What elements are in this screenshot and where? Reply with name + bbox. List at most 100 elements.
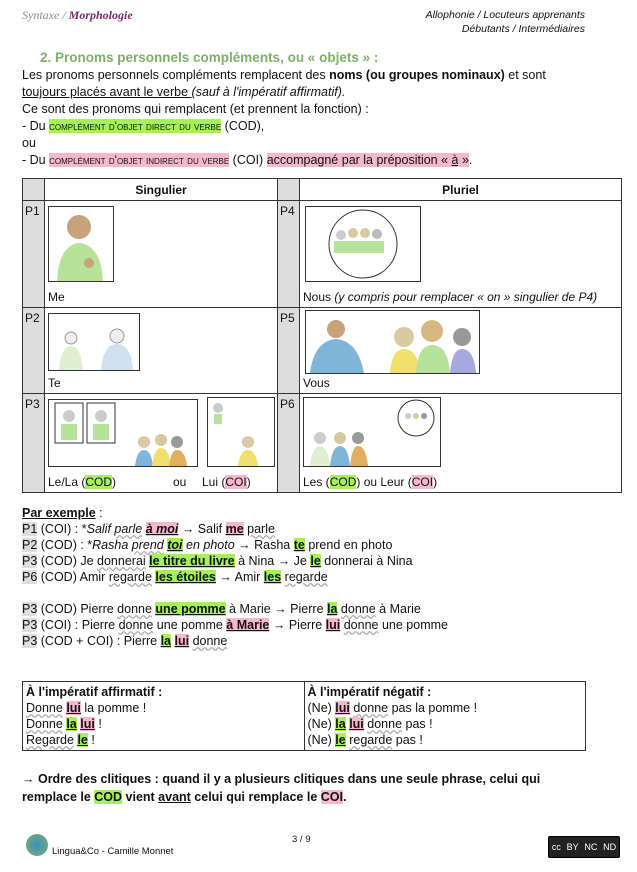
text-segment: donne: [118, 618, 154, 632]
examples: Par exemple : P1 (COI) : *Salif parle à …: [22, 506, 448, 649]
text-segment: regarde: [284, 570, 328, 584]
text-segment: (COD),: [221, 119, 265, 133]
text-segment: COI: [411, 475, 434, 489]
text-line: P3 (COD) Je donnerai le titre du livre à…: [22, 553, 448, 569]
cell-p5: Vous: [299, 307, 622, 394]
text-segment: (COD) Amir: [37, 570, 109, 584]
subject-syntax: Syntaxe /: [22, 8, 69, 22]
text-line: P3 (COD + COI) : Pierre la lui donne: [22, 633, 448, 649]
text-line: Ce sont des pronoms qui remplacent (et p…: [22, 101, 592, 118]
label-p6: P6: [277, 393, 300, 493]
text-segment: ) ou Leur (: [356, 475, 412, 489]
or-text: ou: [173, 475, 187, 489]
intro-paragraph: Les pronoms personnels compléments rempl…: [22, 67, 592, 169]
text-segment: → Rasha: [234, 538, 294, 552]
text-line: toujours placés avant le verbe (sauf à l…: [22, 84, 592, 101]
text-segment: regarde: [108, 570, 152, 584]
text-segment: ): [433, 475, 438, 489]
text-segment: À l'impératif affirmatif :: [26, 685, 163, 699]
audience: Allophonie / Locuteurs apprenants: [425, 9, 585, 21]
illustration-il-elle: [48, 399, 198, 467]
text-line: Les pronoms personnels compléments rempl…: [22, 67, 592, 84]
text-segment: Lui (: [202, 475, 226, 489]
text-segment: toi: [167, 538, 183, 552]
text-segment: à: [451, 153, 459, 167]
text-segment: une pomme: [155, 602, 226, 616]
text-segment: (Ne): [307, 701, 336, 715]
text-segment: → Pierre: [269, 618, 326, 632]
pronoun-nous: Nous: [303, 290, 335, 304]
text-segment: »: [458, 153, 469, 167]
text-segment: prend: [131, 538, 164, 552]
text-segment: et sont: [504, 68, 546, 82]
illustration-me: [48, 206, 114, 282]
imperative-negative: À l'impératif négatif :(Ne) lui donne pa…: [303, 681, 586, 751]
text-segment: (COI) : *: [37, 522, 87, 536]
text-segment: donne: [340, 602, 376, 616]
text-segment: donne: [367, 717, 403, 731]
nc-icon: NC: [584, 842, 598, 852]
text-segment: P3: [22, 634, 38, 648]
text-segment: !: [94, 717, 102, 731]
label-p1: P1: [22, 200, 45, 308]
text-segment: à Nina → Je: [234, 554, 311, 568]
text-segment: - Du: [22, 119, 50, 133]
lingua-logo-icon: [26, 834, 48, 856]
text-segment: ): [246, 475, 251, 489]
text-segment: la: [335, 717, 346, 731]
text-segment: P3: [22, 554, 38, 568]
text-segment: en photo: [182, 538, 235, 552]
text-segment: → Salif: [178, 522, 226, 536]
text-line: P1 (COI) : *Salif parle à moi → Salif me…: [22, 521, 448, 537]
text-segment: noms (ou groupes nominaux): [329, 68, 505, 82]
level: Débutants / Intermédiaires: [461, 23, 585, 35]
text-segment: (COD) : *: [37, 538, 93, 552]
text-segment: (COI) : Pierre: [37, 618, 119, 632]
text-segment: regarde: [349, 733, 393, 747]
text-segment: complément d'objet indirect du verbe: [49, 153, 230, 167]
text-segment: la: [160, 634, 172, 648]
text-segment: donne: [353, 701, 389, 715]
text-segment: (COI): [229, 153, 267, 167]
cell-p6: Les (COD) ou Leur (COI): [299, 393, 622, 493]
text-segment: le: [335, 733, 346, 747]
text-segment: une pomme: [378, 618, 448, 632]
illustration-ils-elles: [303, 397, 441, 467]
text-line: Donne la lui !: [26, 716, 301, 732]
text-line: À l'impératif affirmatif :: [26, 684, 301, 700]
text-segment: pas !: [392, 733, 423, 747]
text-segment: ou: [22, 136, 36, 150]
text-segment: Rasha: [92, 538, 132, 552]
text-segment: pas la pomme !: [388, 701, 478, 715]
section-title: 2. Pronoms personnels compléments, ou « …: [40, 50, 379, 65]
text-segment: COI: [320, 790, 343, 804]
cell-p2: Te: [44, 307, 278, 394]
pronoun-me: Me: [48, 290, 65, 304]
text-line: (Ne) le regarde pas !: [308, 732, 583, 748]
pronoun-vous: Vous: [303, 376, 330, 390]
page-number: 3 / 9: [292, 834, 311, 845]
cell-p4: Nous (y compris pour remplacer « on » si…: [299, 200, 622, 308]
text-segment: parle: [114, 522, 143, 536]
text-segment: avant: [158, 790, 191, 804]
text-segment: Regarde: [26, 733, 74, 747]
text-segment: vient: [122, 790, 159, 804]
text-segment: Le/La (: [48, 475, 86, 489]
corner2: [277, 178, 300, 201]
corner: [22, 178, 45, 201]
text-segment: une pomme: [153, 618, 227, 632]
text-segment: complément d'objet direct du verbe: [49, 119, 222, 133]
text-segment: le titre du livre: [149, 554, 235, 568]
illustration-te: [48, 313, 140, 371]
text-segment: ): [112, 475, 117, 489]
by-icon: BY: [566, 842, 579, 852]
text-line: Regarde le !: [26, 732, 301, 748]
text-segment: COD: [85, 475, 113, 489]
text-segment: lui: [349, 717, 364, 731]
nous-note: (y compris pour remplacer « on » singuli…: [334, 290, 598, 304]
text-line: [22, 585, 448, 601]
text-segment: lui: [335, 701, 350, 715]
text-line: P6 (COD) Amir regarde les étoiles → Amir…: [22, 569, 448, 585]
label-p3: P3: [22, 393, 45, 493]
